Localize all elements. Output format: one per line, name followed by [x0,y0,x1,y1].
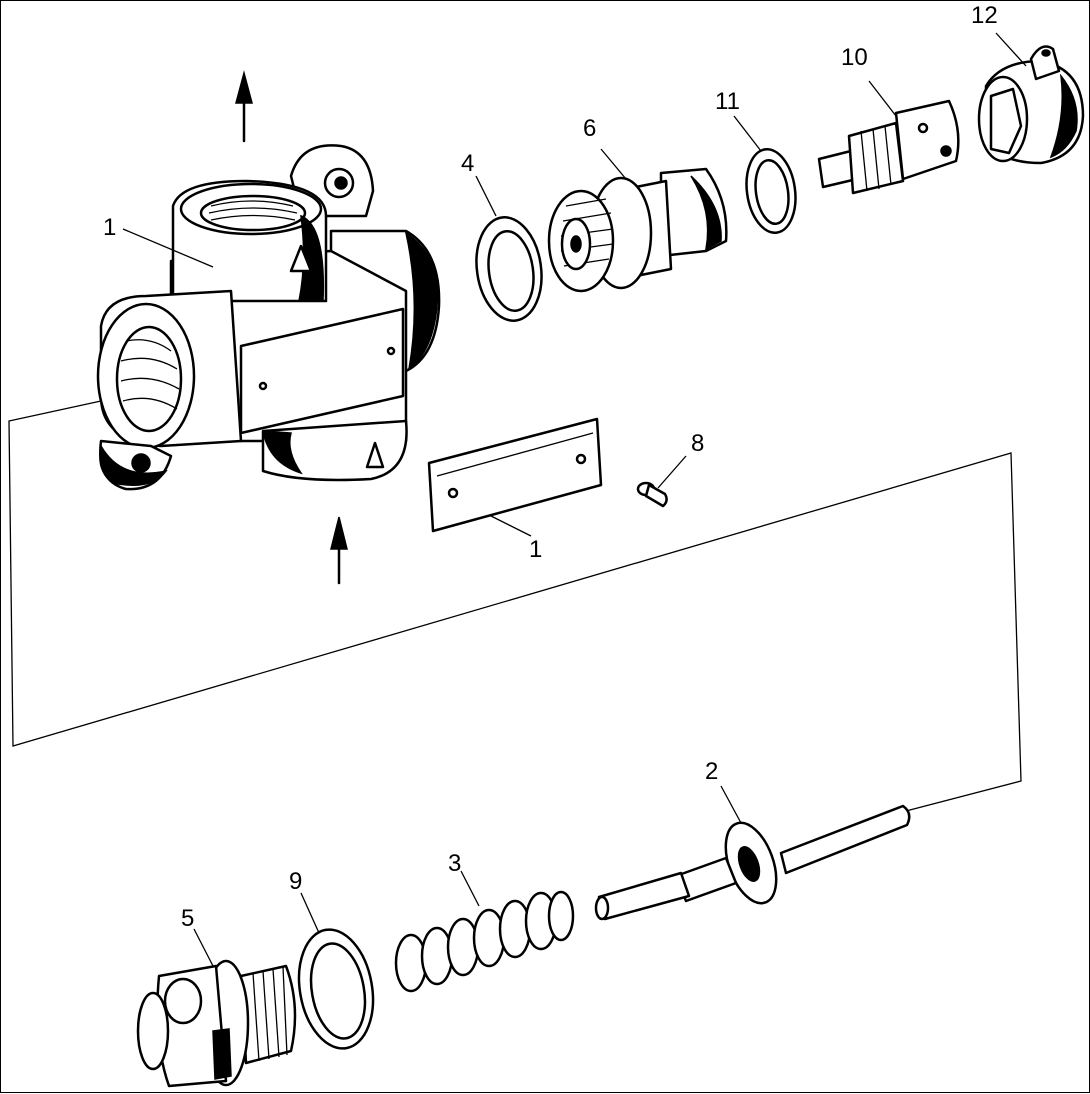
adapter [817,80,960,195]
sealing-ring [297,892,375,1050]
arrow-up-icon [330,516,348,585]
cap [977,32,1085,165]
callout-body: 1 [103,214,116,241]
name-plate [427,417,603,537]
screw [636,455,687,508]
callout-plate: 1 [529,536,542,563]
callout-adapter: 10 [841,44,868,71]
arrow-up-icon [235,70,253,143]
valve-body [96,144,441,491]
callout-spring: 3 [448,850,461,877]
callout-ring-4: 4 [461,150,474,177]
sealing-ring [475,175,543,322]
plug [136,928,297,1088]
callout-connector: 6 [583,115,596,142]
coil-spring [394,870,575,993]
valve-stem [594,785,911,921]
body-leader-line [122,228,214,268]
callout-plug: 5 [181,905,194,932]
sealing-ring [733,115,797,234]
connector [547,148,728,293]
callout-valve-stem: 2 [705,758,718,785]
callout-ring-11: 11 [715,88,740,115]
assembly-frame-lines [8,400,1022,812]
callout-screw: 8 [691,430,704,457]
callout-ring-9: 9 [289,868,302,895]
callout-cap: 12 [971,2,998,29]
